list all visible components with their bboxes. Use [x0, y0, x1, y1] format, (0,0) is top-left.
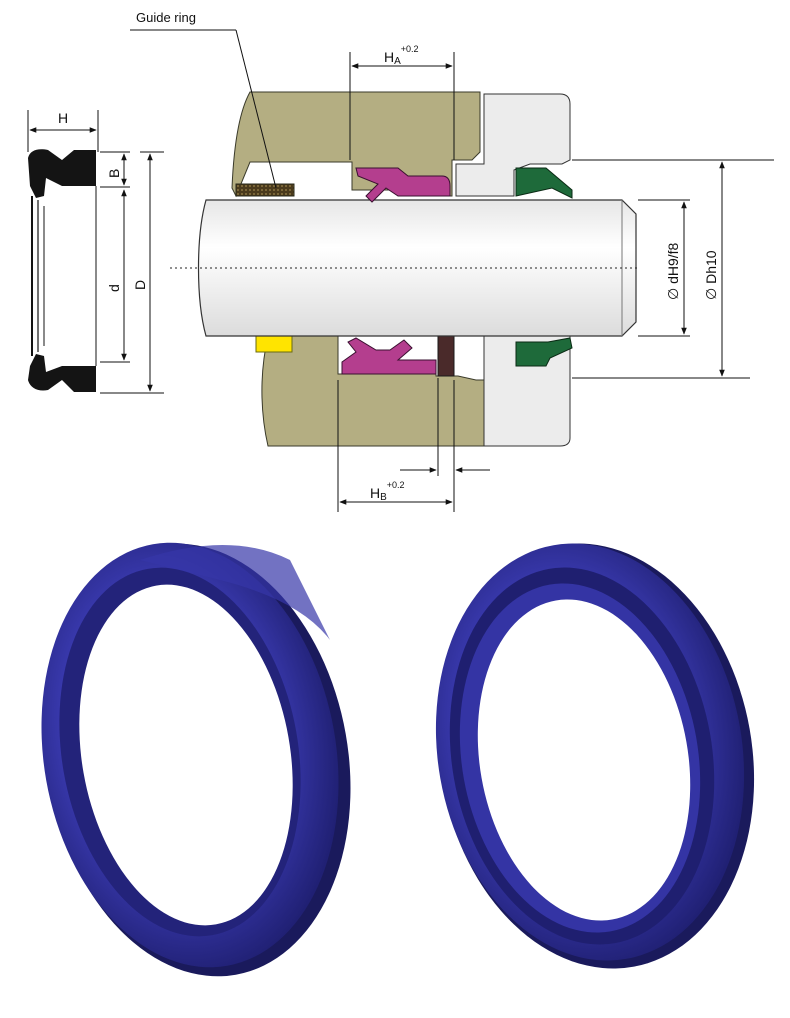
assembly-section: Guide ring HA+0.2 HB+0.2 ∅ dH9/f8 ∅ Dh10 — [130, 10, 774, 512]
gland-upper — [455, 93, 571, 197]
guide-ring-upper — [235, 183, 295, 197]
gland-lower — [483, 335, 571, 447]
backup-ring-lower — [437, 335, 455, 377]
D-label: D — [132, 280, 148, 290]
profile-upper-lip — [28, 149, 96, 198]
rod-seal-lower — [341, 337, 437, 375]
wiper-lower — [515, 337, 573, 367]
wiper-upper — [515, 167, 573, 199]
hb-label: HB+0.2 — [370, 480, 405, 503]
housing-lower — [261, 335, 485, 447]
ring-photo-right — [435, 543, 755, 969]
guide-ring-lower — [255, 335, 293, 353]
b-label: B — [106, 169, 122, 178]
h-label: H — [58, 110, 68, 126]
dh10-label: ∅ Dh10 — [703, 250, 719, 300]
ha-label: HA+0.2 — [384, 44, 419, 67]
seal-profile: H B d D — [27, 110, 164, 394]
ring-right-hole — [477, 599, 691, 921]
ring-left-hole — [79, 584, 293, 926]
guide-ring-leader — [235, 29, 277, 189]
rod-seal-upper — [355, 167, 451, 203]
d-label: d — [106, 284, 122, 292]
profile-lower-lip — [28, 354, 96, 392]
ring-photo-left — [41, 542, 351, 977]
piston-rod — [197, 199, 637, 337]
dh9-label: ∅ dH9/f8 — [665, 242, 681, 300]
guide-ring-label: Guide ring — [136, 10, 196, 25]
housing-upper — [231, 91, 481, 198]
ring-left-band — [140, 545, 330, 640]
